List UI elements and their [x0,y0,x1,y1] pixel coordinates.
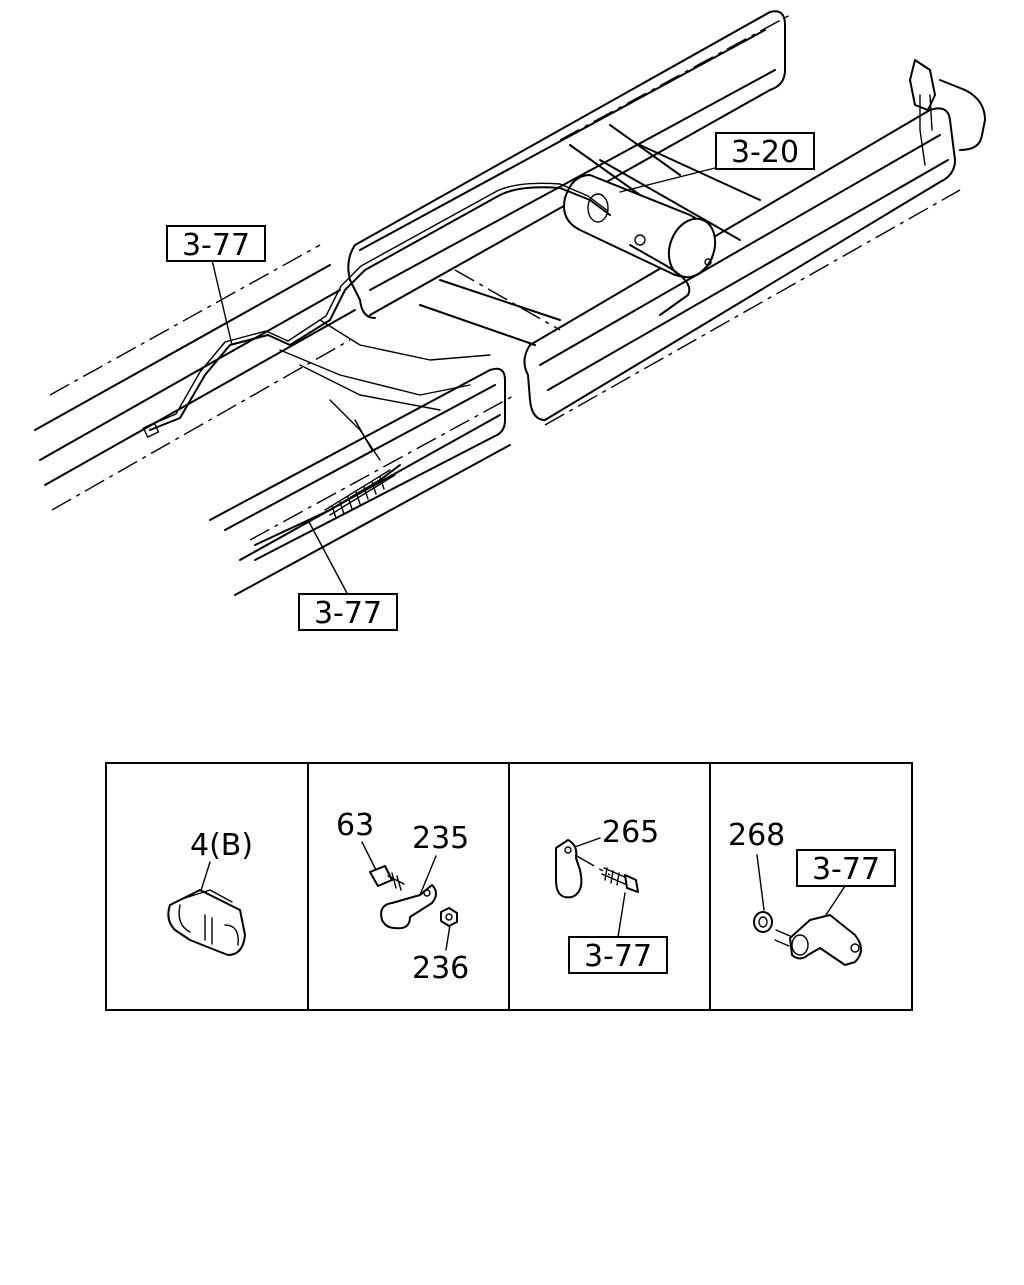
part-label: 236 [412,951,469,986]
part-label: 235 [412,821,469,856]
detail-panels: 4(B) 63 235 236 [105,762,913,1011]
callout-3-77-panel4[interactable]: 3-77 [796,849,896,887]
air-tank [563,174,717,279]
part-label: 63 [336,808,374,843]
callout-label: 3-77 [812,852,880,887]
bolt-part [369,865,405,891]
callout-label: 3-77 [182,228,250,263]
callout-label: 3-20 [731,135,799,170]
washer-part [753,911,773,933]
clamp-part [380,884,437,930]
part-label: 265 [602,815,659,850]
callout-3-77-lower[interactable]: 3-77 [298,593,398,631]
part-label: 4(B) [190,828,253,863]
flange-bolt-part [601,867,639,893]
detail-panel-4: 268 3-77 [728,818,896,966]
part-label: 268 [728,818,785,853]
nut-part [440,907,458,927]
callout-label: 3-77 [314,596,382,631]
cable-spring [324,469,396,519]
chassis-frame-drawing [34,10,986,596]
detail-panel-2: 63 235 236 [336,808,469,986]
callout-label: 3-77 [584,939,652,974]
callout-3-77-upper[interactable]: 3-77 [166,225,266,263]
detail-panel-3: 265 3-77 [555,815,668,974]
detail-panel-1: 4(B) [167,828,253,956]
callout-3-77-panel3[interactable]: 3-77 [568,936,668,974]
bracket-part [774,914,862,966]
p-clip-part [555,839,583,899]
callout-3-20[interactable]: 3-20 [715,132,815,170]
cable-clip-part [167,889,246,956]
